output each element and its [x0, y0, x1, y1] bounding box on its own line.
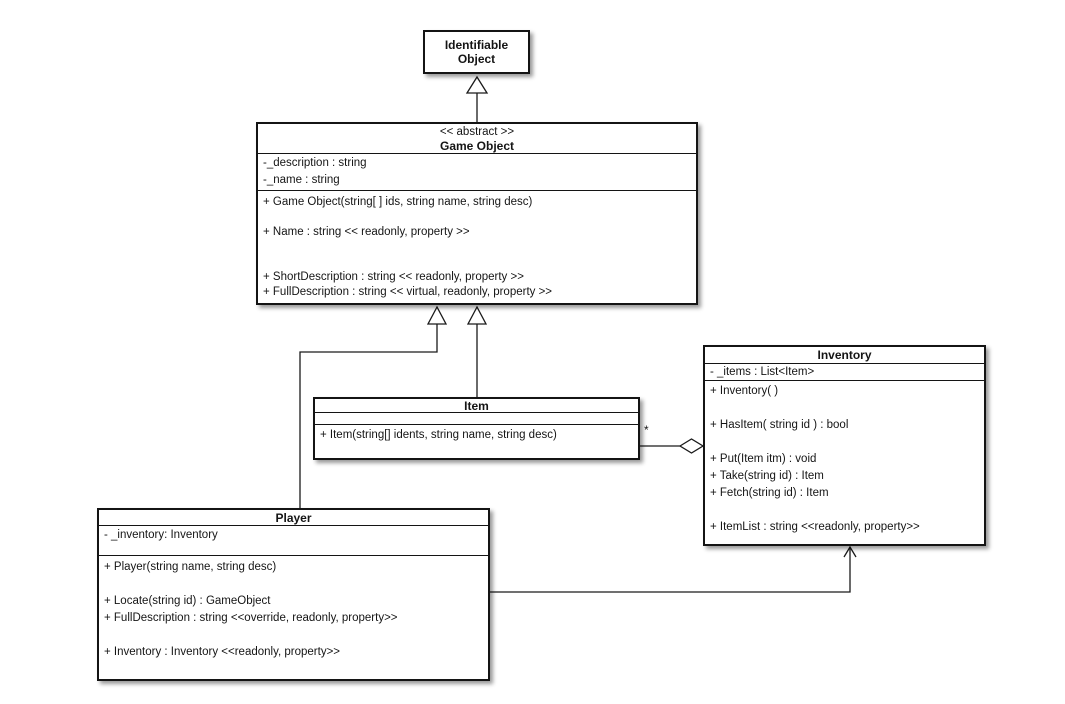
generalization-triangle-icon — [465, 75, 489, 94]
aggregation-diamond-icon — [678, 438, 705, 454]
class-title: Object — [457, 52, 496, 66]
class-attribute: - _inventory: Inventory — [104, 529, 218, 541]
class-title: Game Object — [439, 138, 515, 153]
class-method: + ShortDescription : string << readonly,… — [263, 271, 524, 283]
class-method: + Put(Item itm) : void — [710, 453, 817, 465]
class-method — [705, 434, 984, 451]
class-attribute: -_name : string — [263, 174, 340, 186]
multiplicity-label: * — [644, 423, 649, 437]
class-title: Inventory — [817, 348, 872, 362]
class-item[interactable]: Item + Item(string[] idents, string name… — [313, 397, 640, 460]
class-method — [99, 627, 488, 644]
class-attribute: - _items : List<Item> — [710, 366, 815, 378]
class-game-object[interactable]: << abstract >> Game Object -_description… — [256, 122, 698, 305]
class-method: + FullDescription : string << virtual, r… — [263, 286, 553, 298]
empty-attributes-compartment — [315, 413, 638, 425]
class-method — [705, 400, 984, 417]
class-method: + Item(string[] idents, string name, str… — [320, 429, 557, 441]
class-stereotype: << abstract >> — [439, 125, 515, 138]
class-title: Player — [275, 510, 312, 525]
class-method — [99, 576, 488, 593]
class-identifiable-object[interactable]: Identifiable Object — [423, 30, 530, 74]
generalization-triangle-icon — [426, 305, 448, 325]
class-method: + Take(string id) : Item — [710, 470, 824, 482]
class-player[interactable]: Player - _inventory: Inventory + Player(… — [97, 508, 490, 681]
class-method: + HasItem( string id ) : bool — [710, 419, 849, 431]
class-method — [258, 255, 696, 270]
class-method: + ItemList : string <<readonly, property… — [710, 521, 920, 533]
class-method — [258, 210, 696, 225]
association-arrowhead-icon — [843, 545, 857, 558]
class-method: + Inventory( ) — [710, 385, 779, 397]
class-method: + Player(string name, string desc) — [104, 561, 277, 573]
class-inventory[interactable]: Inventory - _items : List<Item> + Invent… — [703, 345, 986, 546]
class-method: + Locate(string id) : GameObject — [104, 595, 271, 607]
generalization-triangle-icon — [466, 305, 488, 325]
association-line-player-inventory — [490, 547, 851, 593]
class-attribute: -_description : string — [263, 157, 367, 169]
class-method: + Name : string << readonly, property >> — [263, 226, 470, 238]
class-method — [705, 502, 984, 519]
class-title: Identifiable — [444, 38, 509, 52]
class-method — [258, 240, 696, 255]
class-method: + Fetch(string id) : Item — [710, 487, 829, 499]
class-title: Item — [464, 399, 489, 413]
class-method: + FullDescription : string <<override, r… — [104, 612, 398, 624]
class-method: + Game Object(string[ ] ids, string name… — [263, 196, 533, 208]
class-method: + Inventory : Inventory <<readonly, prop… — [104, 646, 340, 658]
